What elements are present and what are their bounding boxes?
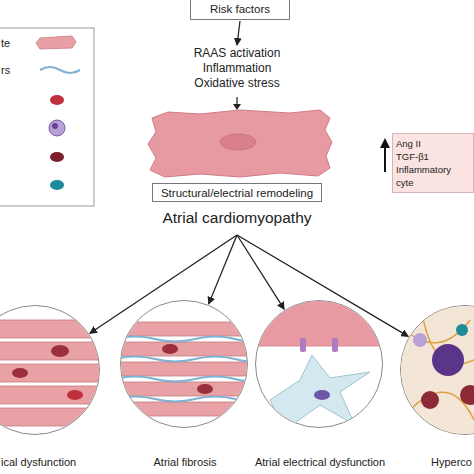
collagen-fiber — [115, 377, 260, 382]
myocyte-row — [110, 362, 260, 376]
disease-label: Atrial cardiomyopathy — [137, 207, 337, 231]
legend-text: rs — [1, 64, 10, 77]
outcome-circle: Atrial fibrosis — [120, 300, 248, 428]
nucleus — [12, 368, 28, 378]
mechanical-illustration — [0, 320, 110, 426]
cell — [456, 324, 468, 336]
collagen-fiber — [115, 337, 260, 342]
myocyte-row — [0, 364, 110, 382]
node-text: RAAS activation — [157, 46, 317, 61]
immune-cell-nucleus — [52, 123, 58, 129]
myocyte-membrane — [250, 298, 390, 346]
cell-nucleus — [220, 134, 256, 150]
cardiomyocyte-icon — [36, 36, 76, 49]
collagen-fiber — [115, 397, 260, 402]
myocyte-row — [110, 322, 260, 336]
fibroblast-icon — [40, 67, 80, 73]
node-text: Ang II — [396, 137, 470, 150]
node-text: Risk factors — [210, 3, 270, 15]
background — [395, 300, 474, 440]
myocyte-row — [110, 402, 260, 416]
fibrosis-illustration — [110, 322, 260, 416]
outcome-circle: Atrial electrical dysfunction — [255, 300, 383, 428]
red-cell — [460, 385, 474, 405]
pointer-line — [236, 97, 237, 106]
node-text: Inflammation — [157, 61, 317, 76]
node-text: Atrial cardiomyopathy — [137, 207, 337, 229]
legend-frame — [0, 28, 94, 206]
increase-arrow-head — [380, 138, 390, 148]
myocyte-row — [110, 382, 260, 396]
outcome-label: Atrial electrical dysfunction — [235, 456, 405, 469]
nucleus — [197, 384, 213, 394]
mediator-box: Ang IITGF-β1Inflammatory cyte — [392, 133, 474, 193]
electrical-illustration — [250, 298, 390, 430]
increase-arrow — [384, 146, 386, 172]
arrow-head — [233, 104, 241, 110]
legend-border — [0, 28, 94, 206]
hypercoagulation-illustration — [395, 300, 474, 440]
myocyte-row — [0, 408, 110, 426]
outcome-label: ical dysfunction — [1, 456, 76, 469]
fibroblast — [270, 355, 370, 430]
node-text: Oxidative stress — [157, 76, 317, 91]
platelet-cluster — [432, 344, 464, 376]
outcome-label: Hyperco — [431, 456, 472, 469]
collagen-fiber — [115, 357, 260, 362]
node-text: Inflammatory cyte — [396, 163, 470, 189]
cell-icon — [50, 95, 64, 105]
node-text: Structural/electrial remodeling — [161, 187, 313, 199]
red-cell — [421, 391, 439, 409]
cell-icon — [50, 152, 64, 162]
remodeling-box: Structural/electrial remodeling — [152, 183, 322, 202]
nucleus — [51, 345, 69, 357]
outcome-circle: ical dysfunction — [0, 305, 100, 435]
immune-cell — [413, 333, 427, 347]
arrow-connector — [90, 235, 237, 333]
outcome-label: Atrial fibrosis — [100, 456, 270, 469]
fibrin-strand — [405, 300, 474, 420]
outcome-circle: Hyperco — [400, 305, 474, 435]
immune-cell-icon — [49, 120, 65, 136]
cardiomyocyte-body — [148, 110, 332, 177]
legend-text: te — [1, 37, 10, 50]
nucleus — [67, 390, 83, 400]
myocyte-row — [110, 342, 260, 356]
arrow-connector — [237, 235, 284, 309]
arrow-connector — [237, 21, 240, 45]
nucleus — [314, 390, 330, 400]
text-holder: Structural/electrial remodeling — [161, 187, 313, 199]
arrow-connector — [237, 235, 408, 336]
myocyte-row — [0, 320, 110, 338]
node-text: TGF-β1 — [396, 150, 470, 163]
ion-channel — [300, 338, 306, 352]
cardiomyocyte-illustration — [148, 97, 390, 177]
myocyte-row — [0, 342, 110, 360]
arrow-connector — [209, 235, 237, 304]
nucleus — [162, 344, 178, 354]
mechanism-text: RAAS activationInflammationOxidative str… — [157, 46, 317, 94]
risk-factor-box: Risk factors — [190, 0, 290, 20]
text-holder: Risk factors — [210, 3, 270, 15]
ion-channel — [332, 338, 338, 352]
cell-icon — [50, 180, 64, 190]
myocyte-row — [0, 386, 110, 404]
